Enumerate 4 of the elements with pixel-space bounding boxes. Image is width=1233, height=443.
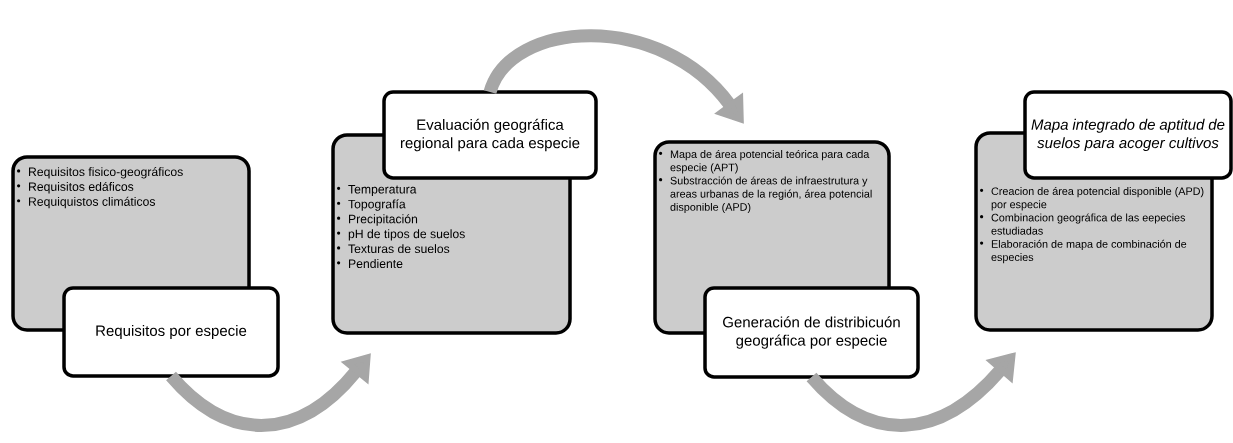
title-box: Generación de distribicuón geográfica por especie (703, 286, 920, 379)
title-box: Requisitos por especie (62, 286, 280, 378)
title-box: Mapa integrado de aptitud de suelos para acoger cultivos (1023, 90, 1233, 180)
title-box: Evaluación geográfica regional para cada especie (382, 90, 598, 180)
